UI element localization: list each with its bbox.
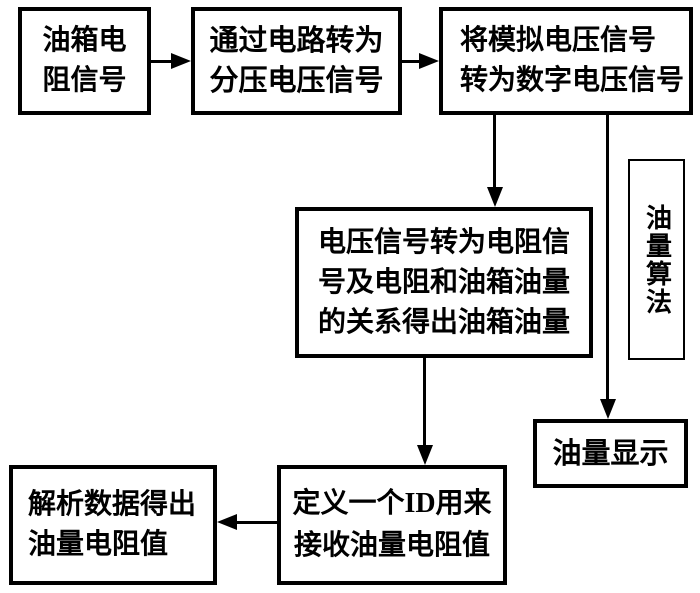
node-text-line: 号及电阻和油箱油量 — [317, 266, 570, 298]
node-text-line: 解析数据得出 — [28, 489, 197, 520]
node-parse-data-resistance: 解析数据得出 油量电阻值 — [9, 465, 217, 585]
node-text-line: 油量显示 — [552, 437, 669, 470]
connector-adc-to-display — [606, 115, 609, 405]
connector-adc-to-convert — [493, 115, 496, 193]
node-text-line: 转为数字电压信号 — [460, 65, 685, 96]
arrowhead-down-icon — [600, 399, 616, 419]
node-text-line: 定义一个ID用来 — [292, 488, 492, 519]
arrowhead-right-icon — [171, 53, 191, 69]
node-text-line: 分压电压信号 — [209, 65, 384, 97]
node-text-line: 油量电阻值 — [28, 529, 169, 560]
connector-tank-to-circuit — [151, 60, 177, 63]
node-text-line: 油箱电 — [42, 25, 127, 56]
node-analog-to-digital: 将模拟电压信号 转为数字电压信号 — [439, 7, 693, 115]
node-text-line: 电压信号转为电阻信 — [317, 226, 570, 258]
node-text-line: 接收油量电阻值 — [293, 530, 490, 561]
node-circuit-divider-voltage: 通过电路转为 分压电压信号 — [191, 7, 402, 115]
connector-circuit-to-adc — [402, 60, 424, 63]
connector-define-id-to-parse — [235, 521, 279, 524]
node-text-vertical: 油量算法 — [642, 203, 672, 316]
arrowhead-down-icon — [487, 187, 503, 207]
node-voltage-to-fuel-quantity: 电压信号转为电阻信 号及电阻和油箱油量 的关系得出油箱油量 — [295, 207, 593, 358]
connector-convert-to-define-id — [423, 357, 426, 451]
node-fuel-display: 油量显示 — [533, 419, 688, 488]
node-tank-resistance-signal: 油箱电 阻信号 — [18, 7, 151, 115]
node-text-line: 通过电路转为 — [209, 25, 384, 57]
node-text-line: 阻信号 — [42, 65, 127, 96]
node-fuel-algorithm: 油量算法 — [628, 159, 685, 360]
arrowhead-down-icon — [417, 445, 433, 465]
arrowhead-right-icon — [419, 53, 439, 69]
arrowhead-left-icon — [217, 514, 237, 530]
node-define-id-receive: 定义一个ID用来 接收油量电阻值 — [277, 465, 507, 585]
node-text-line: 的关系得出油箱油量 — [317, 306, 570, 338]
node-text-line: 将模拟电压信号 — [460, 25, 657, 56]
